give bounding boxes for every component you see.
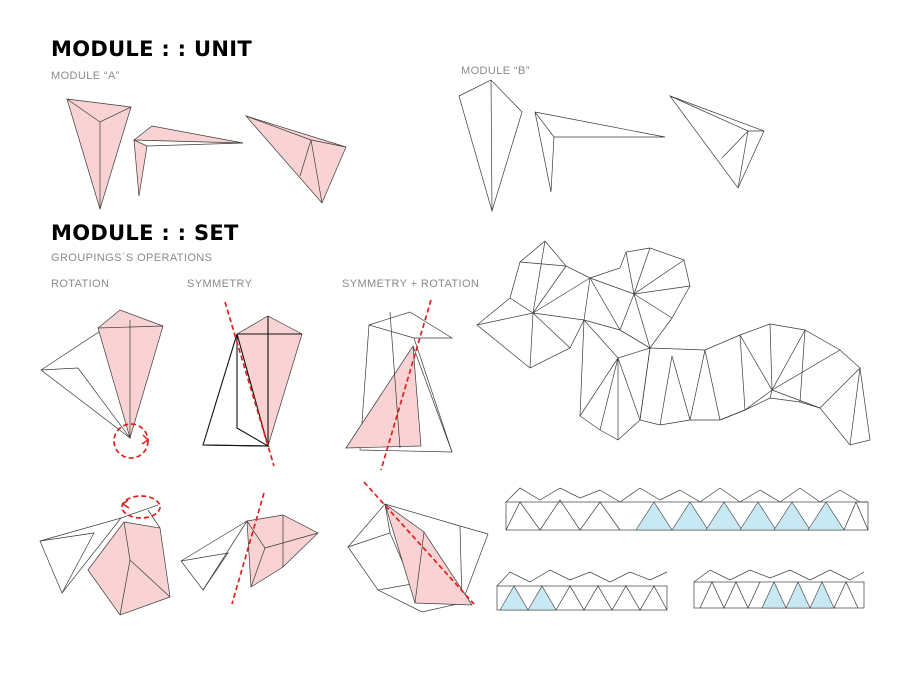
elevation-strip-3	[693, 569, 865, 609]
module-a-unit-2	[133, 125, 244, 197]
set-title: MODULE : : SET	[51, 221, 239, 245]
symmetry-rotation-set-top	[345, 299, 454, 471]
unit-title: MODULE : : UNIT	[51, 37, 252, 61]
op-label-symmetry: SYMMETRY	[187, 278, 253, 290]
set-subtitle: GROUPINGS´S OPERATIONS	[51, 252, 213, 264]
assembled-structure	[476, 240, 871, 446]
module-b-label: MODULE “B”	[461, 65, 530, 77]
module-a-unit-3	[244, 115, 347, 204]
symmetry-set-top	[202, 301, 303, 467]
rotation-set-bottom	[39, 495, 171, 616]
module-a-unit-1	[66, 98, 132, 211]
op-label-symmetry-rotation: SYMMETRY + ROTATION	[342, 278, 480, 290]
elevation-strip-2	[496, 569, 668, 611]
symmetry-set-bottom	[180, 492, 319, 605]
module-a-label: MODULE “A”	[51, 70, 120, 82]
module-b-unit-1	[458, 79, 523, 213]
symmetry-rotation-set-bottom	[347, 481, 489, 613]
module-b-unit-2	[534, 111, 666, 193]
module-b-unit-3	[669, 95, 765, 189]
op-label-rotation: ROTATION	[51, 278, 110, 290]
rotation-set-top	[40, 309, 164, 459]
elevation-strip-1	[505, 487, 869, 531]
